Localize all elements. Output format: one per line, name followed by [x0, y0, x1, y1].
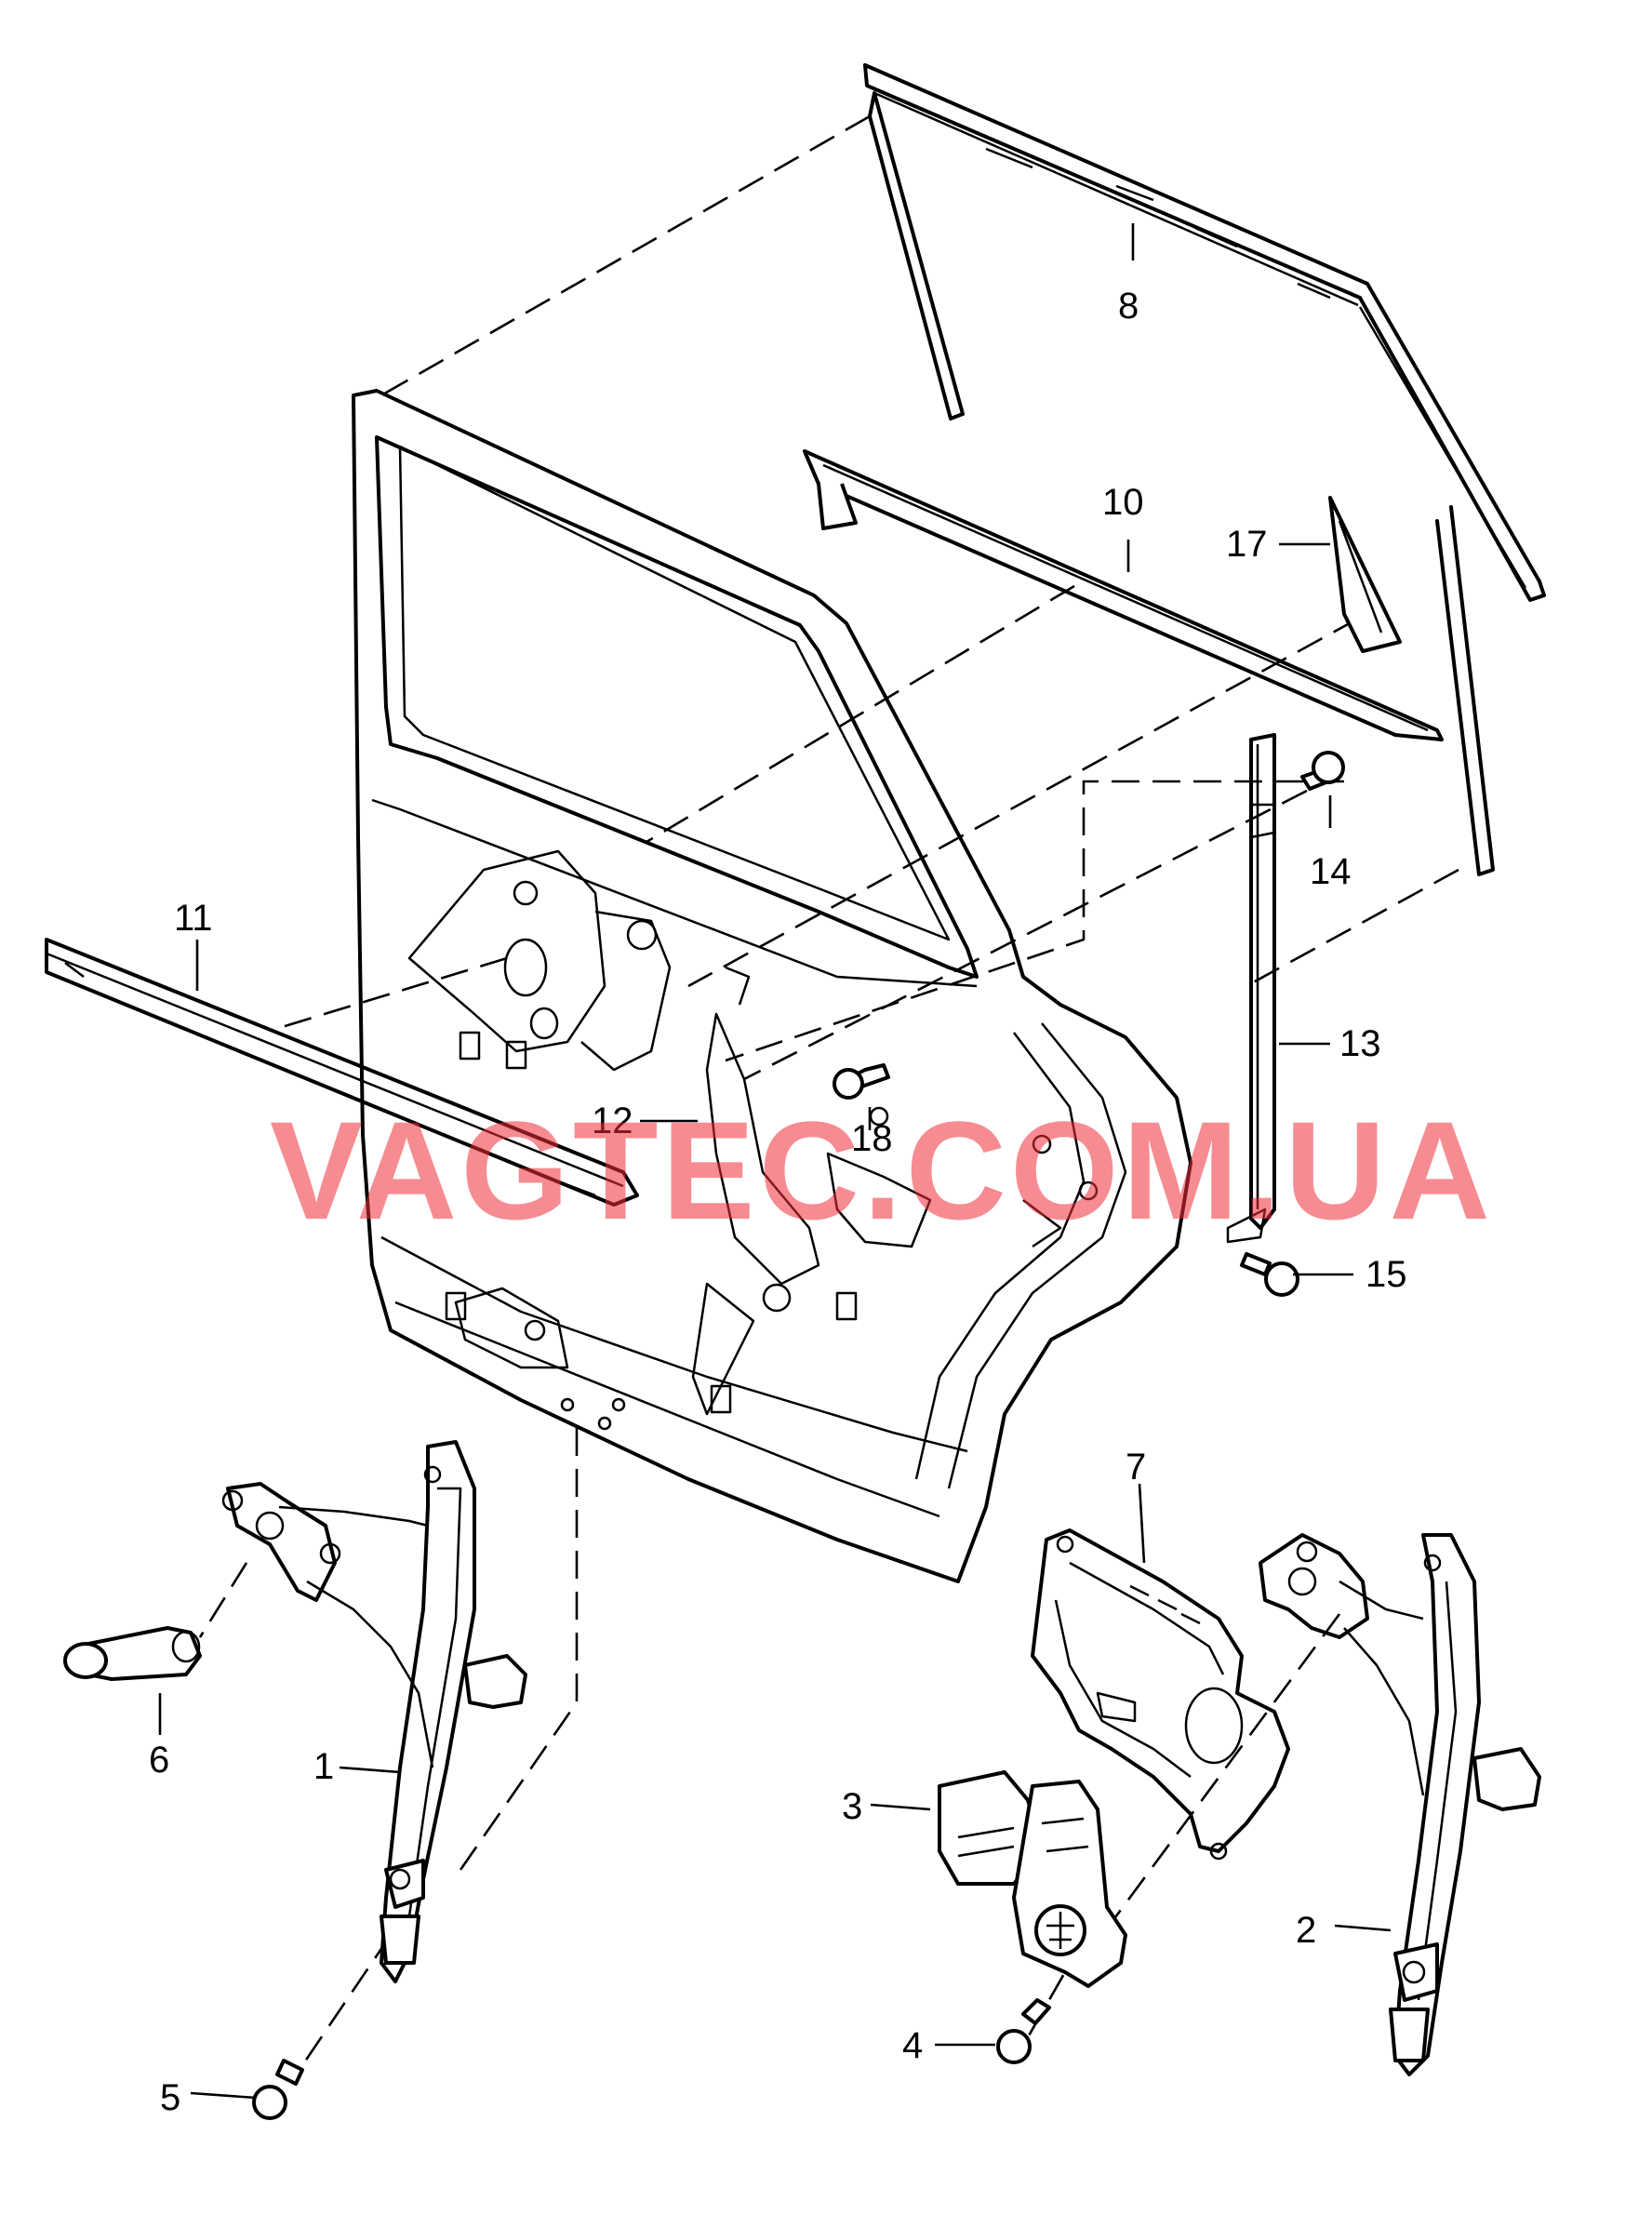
- watermark-text: VAGTEC.COM.UA: [270, 1092, 1494, 1248]
- assembly-lines: [198, 114, 1459, 2080]
- callout-12: 12: [592, 1101, 633, 1141]
- door-shell: [352, 389, 1192, 1583]
- triangle-cover: [1328, 496, 1402, 653]
- window-motor: [938, 1770, 1127, 1988]
- callout-10: 10: [1102, 482, 1144, 523]
- bolt-4: [996, 1998, 1051, 2064]
- bolt-15: [1240, 1252, 1299, 1297]
- callout-8: 8: [1118, 286, 1139, 327]
- callout-2: 2: [1296, 1910, 1316, 1951]
- manual-window-regulator: [221, 1440, 527, 1983]
- callout-13: 13: [1339, 1023, 1381, 1064]
- callout-11: 11: [174, 898, 213, 939]
- outer-window-strip: [45, 938, 639, 1207]
- callout-1: 1: [313, 1746, 334, 1787]
- leader-lines: [158, 223, 1392, 2100]
- inner-window-strip: [803, 449, 1444, 741]
- callout-14: 14: [1310, 851, 1352, 892]
- bolt-5: [252, 2059, 304, 2120]
- electric-window-regulator: [1259, 1533, 1541, 2076]
- callout-18: 18: [851, 1118, 893, 1159]
- callout-7: 7: [1126, 1447, 1146, 1488]
- crank-handle: [63, 1626, 202, 1681]
- callout-17: 17: [1226, 524, 1268, 565]
- motor-bracket: [1031, 1528, 1290, 1861]
- callout-labels: 8 10 17 11 14 13 15 18 12 7 6 1 3 2 4 5: [149, 286, 1407, 2118]
- callout-6: 6: [149, 1740, 169, 1781]
- bolt-18: [833, 1063, 890, 1100]
- window-guide-rail: [1226, 733, 1276, 1244]
- callout-15: 15: [1366, 1254, 1407, 1295]
- callout-3: 3: [842, 1786, 862, 1827]
- window-frame-seal: [863, 63, 1546, 876]
- bolt-14: [1300, 751, 1345, 791]
- callout-4: 4: [902, 2025, 923, 2066]
- callout-5: 5: [160, 2077, 180, 2118]
